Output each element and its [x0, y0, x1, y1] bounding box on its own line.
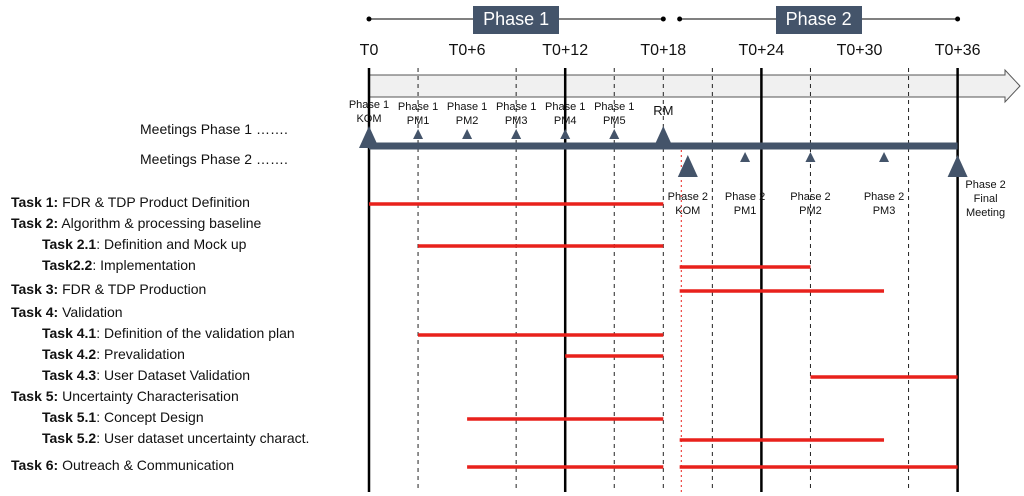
task-name: : Implementation: [92, 257, 196, 273]
meeting-marker: [511, 129, 522, 139]
meeting-marker: [805, 152, 816, 162]
task-label: Task 6: Outreach & Communication: [11, 457, 234, 473]
task-id: Task 5.2: [42, 430, 97, 446]
meeting-marker: [653, 126, 674, 148]
task-label: Task 1: FDR & TDP Product Definition: [11, 194, 250, 210]
task-name: : Concept Design: [96, 409, 204, 425]
meetings-phase1-label: Meetings Phase 1 …….: [140, 121, 288, 137]
task-id: Task 4.1: [42, 325, 97, 341]
timeline-tick: T0+24: [738, 42, 785, 59]
meeting-label-phase1: Phase 1 PM3: [495, 101, 537, 127]
task-label: Task 5: Uncertainty Characterisation: [11, 388, 239, 404]
meeting-marker: [560, 129, 571, 139]
meeting-label-phase1: Phase 1 PM2: [446, 101, 488, 127]
task-id: Task 4:: [11, 304, 59, 320]
meeting-label-phase1: Phase 1 PM1: [397, 101, 439, 127]
task-id: Task 6:: [11, 457, 59, 473]
meetings-phase2-label: Meetings Phase 2 …….: [140, 151, 288, 167]
task-label: Task 5.2: User dataset uncertainty chara…: [42, 430, 309, 446]
meeting-marker: [740, 152, 751, 162]
meeting-label-phase2: Phase 2 PM2: [790, 191, 831, 217]
meeting-marker: [609, 129, 620, 139]
phase-bracket-dot: [660, 16, 666, 22]
task-label: Task 4.3: User Dataset Validation: [42, 367, 250, 383]
task-id: Task 2.1: [42, 236, 97, 252]
task-id: Task2.2: [42, 257, 93, 273]
task-label: Task 4.1: Definition of the validation p…: [42, 325, 295, 341]
task-name: : User dataset uncertainty charact.: [96, 430, 310, 446]
phase-label-2: Phase 2: [775, 6, 862, 34]
task-id: Task 4.2: [42, 346, 97, 362]
task-name: : Definition and Mock up: [96, 236, 247, 252]
task-id: Task 5:: [11, 388, 59, 404]
timeline-tick: T0+30: [836, 42, 883, 59]
meeting-label-phase1: Phase 1 PM4: [545, 101, 586, 127]
task-label: Task2.2: Implementation: [42, 257, 196, 273]
task-name: : Definition of the validation plan: [96, 325, 295, 341]
timeline-tick: T0+6: [448, 42, 486, 59]
task-label: Task 5.1: Concept Design: [42, 409, 204, 425]
meeting-marker: [462, 129, 473, 139]
task-name: Uncertainty Characterisation: [58, 388, 239, 404]
meeting-label-phase1: RM: [653, 103, 674, 118]
task-name: : Prevalidation: [96, 346, 185, 362]
task-name: FDR & TDP Product Definition: [58, 194, 250, 210]
meeting-label-phase2: Phase 2 PM1: [724, 191, 766, 217]
task-name: Outreach & Communication: [58, 457, 235, 473]
phase-label-1: Phase 1: [473, 6, 560, 34]
task-label: Task 2.1: Definition and Mock up: [42, 236, 246, 252]
task-id: Task 1:: [11, 194, 59, 210]
task-name: FDR & TDP Production: [58, 281, 207, 297]
meeting-marker: [413, 129, 424, 139]
task-id: Task 2:: [11, 215, 59, 231]
task-label: Task 3: FDR & TDP Production: [11, 281, 206, 297]
timeline-tick: T0: [359, 42, 379, 59]
meeting-marker: [879, 152, 890, 162]
meeting-label-phase2: Phase 2 KOM: [667, 191, 708, 217]
meeting-label-phase2: Phase 2 PM3: [863, 191, 905, 217]
task-label: Task 2: Algorithm & processing baseline: [11, 215, 261, 231]
meeting-label-phase2: Phase 2 Final Meeting: [965, 179, 1006, 219]
phase-bracket-dot: [366, 16, 372, 22]
task-label: Task 4: Validation: [11, 304, 123, 320]
task-id: Task 5.1: [42, 409, 97, 425]
task-id: Task 3:: [11, 281, 59, 297]
meeting-marker: [677, 155, 698, 177]
phase-bracket-dot: [677, 16, 683, 22]
meeting-marker: [947, 155, 968, 177]
task-label: Task 4.2: Prevalidation: [42, 346, 185, 362]
task-id: Task 4.3: [42, 367, 97, 383]
meeting-marker: [359, 126, 379, 148]
timeline-tick: T0+18: [640, 42, 687, 59]
task-name: : User Dataset Validation: [96, 367, 251, 383]
timeline-arrow: [368, 68, 1021, 104]
meeting-label-phase1: Phase 1 KOM: [348, 99, 390, 125]
timeline-tick: T0+12: [542, 42, 589, 59]
task-name: Validation: [58, 304, 123, 320]
meeting-label-phase1: Phase 1 PM5: [594, 101, 635, 127]
timeline-tick: T0+36: [934, 42, 981, 59]
task-name: Algorithm & processing baseline: [58, 215, 262, 231]
phase-bracket-dot: [955, 16, 961, 22]
